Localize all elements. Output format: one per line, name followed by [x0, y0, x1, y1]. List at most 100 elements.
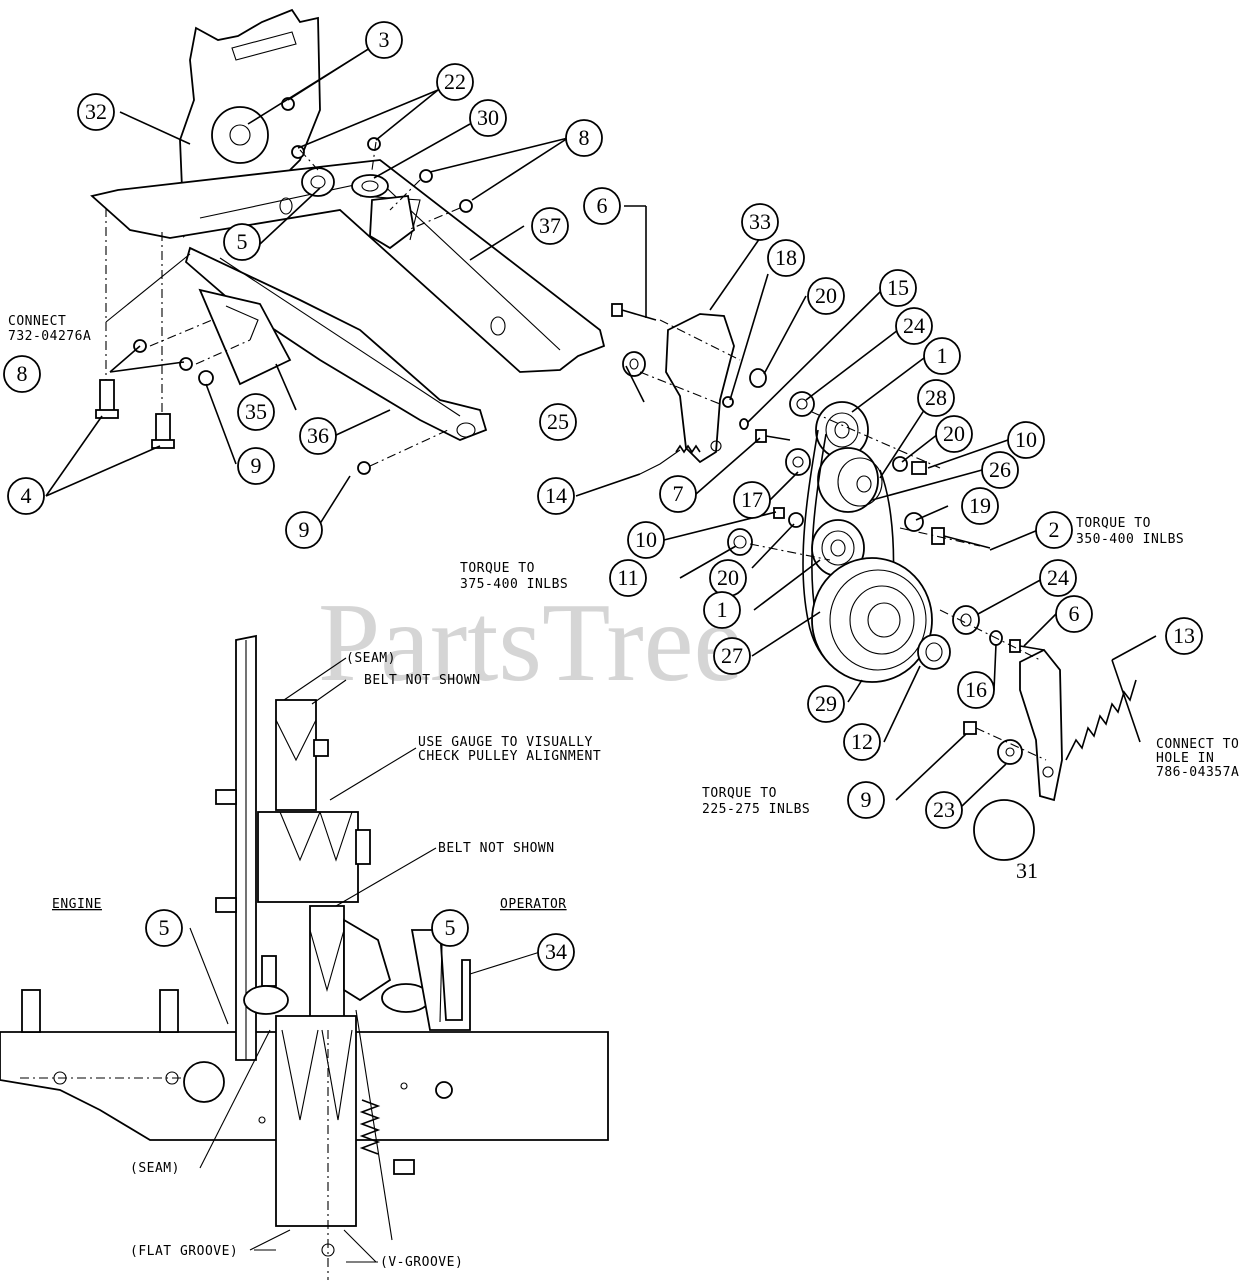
note-torque-375-line1: TORQUE TO	[460, 561, 535, 576]
callout-label: 9	[251, 453, 262, 478]
callout-label: 4	[21, 483, 32, 508]
callout-c24b: 24	[1039, 559, 1077, 597]
callout-c34: 34	[537, 933, 575, 971]
callout-label: 20	[815, 283, 837, 308]
callout-c5c: 5	[431, 909, 469, 947]
callout-c26: 26	[981, 451, 1019, 489]
callout-label: 30	[477, 105, 499, 130]
callout-circle	[807, 277, 845, 315]
callout-c7: 7	[659, 475, 697, 513]
callout-label: 24	[1047, 565, 1069, 590]
callout-c9b: 9	[285, 511, 323, 549]
label-operator: OPERATOR	[500, 897, 567, 912]
callout-circle	[537, 933, 575, 971]
callout-c12: 12	[843, 723, 881, 761]
callout-circle	[436, 63, 474, 101]
callout-circle	[923, 337, 961, 375]
callout-label: 6	[1069, 601, 1080, 626]
annotation-notes: CONNECT 732-04276A TORQUE TO 350-400 INL…	[8, 253, 1239, 1270]
callout-label: 10	[1015, 427, 1037, 452]
callout-c18: 18	[767, 239, 805, 277]
callout-c9c: 9	[847, 781, 885, 819]
callout-circle	[223, 223, 261, 261]
note-torque-350-line1: TORQUE TO	[1076, 516, 1151, 531]
callout-c36: 36	[299, 417, 337, 455]
callout-label: 1	[937, 343, 948, 368]
callout-circle	[1055, 595, 1093, 633]
callout-c8a: 8	[565, 119, 603, 157]
callout-label: 8	[17, 361, 28, 386]
callout-label: 23	[933, 797, 955, 822]
callout-label: 22	[444, 69, 466, 94]
callout-c15: 15	[879, 269, 917, 307]
note-connect-b-line2: HOLE IN	[1156, 751, 1214, 766]
label-engine: ENGINE	[52, 897, 102, 912]
note-connect-b-line3: 786-04357A	[1156, 765, 1239, 780]
leader-lines	[45, 47, 1157, 1263]
callout-circle	[539, 403, 577, 441]
callout-label: 36	[307, 423, 329, 448]
callout-c16: 16	[957, 671, 995, 709]
note-connect-a-line1: CONNECT	[8, 314, 66, 329]
callout-c33: 33	[741, 203, 779, 241]
callout-c25: 25	[539, 403, 577, 441]
callout-circle	[237, 393, 275, 431]
callout-circle	[299, 417, 337, 455]
note-torque-350-line2: 350-400 INLBS	[1076, 532, 1184, 547]
callout-circle	[917, 379, 955, 417]
callout-circle	[285, 511, 323, 549]
callout-label: 11	[617, 565, 638, 590]
callout-circle	[957, 671, 995, 709]
callout-c32: 32	[77, 93, 115, 131]
callout-label: 6	[597, 193, 608, 218]
callout-c6b: 6	[1055, 595, 1093, 633]
callout-circle	[767, 239, 805, 277]
callout-label: 5	[159, 915, 170, 940]
callout-circle	[145, 909, 183, 947]
callout-circle	[3, 355, 41, 393]
callout-label: 9	[299, 517, 310, 542]
callout-circle	[847, 781, 885, 819]
note-gauge-line2: CHECK PULLEY ALIGNMENT	[418, 749, 601, 764]
callout-circle	[981, 451, 1019, 489]
callout-c1b: 1	[703, 591, 741, 629]
callout-c10a: 10	[1007, 421, 1045, 459]
note-connect-b-line1: CONNECT TO	[1156, 737, 1239, 752]
callout-c1a: 1	[923, 337, 961, 375]
callout-label: 19	[969, 493, 991, 518]
callout-circle	[843, 723, 881, 761]
callout-circle	[583, 187, 621, 225]
callout-c10b: 10	[627, 521, 665, 559]
watermark: PartsTree	[318, 581, 743, 705]
callout-circle	[879, 269, 917, 307]
callout-label: 26	[989, 457, 1011, 482]
callout-c20b: 20	[935, 415, 973, 453]
callout-circle	[1035, 511, 1073, 549]
callout-label: 8	[579, 125, 590, 150]
part-number-31: 31	[1016, 858, 1038, 883]
callout-circle	[713, 637, 751, 675]
note-flat-groove: (FLAT GROOVE)	[130, 1244, 238, 1259]
callout-label: 29	[815, 691, 837, 716]
callout-c11: 11	[609, 559, 647, 597]
note-belt-not-shown-2: BELT NOT SHOWN	[438, 841, 555, 856]
callout-c13: 13	[1165, 617, 1203, 655]
note-torque-225-line1: TORQUE TO	[702, 786, 777, 801]
callout-c22: 22	[436, 63, 474, 101]
callout-label: 34	[545, 939, 567, 964]
callout-circle	[1007, 421, 1045, 459]
callout-c23: 23	[925, 791, 963, 829]
callout-label: 27	[721, 643, 743, 668]
callout-circle	[565, 119, 603, 157]
note-torque-375-line2: 375-400 INLBS	[460, 577, 568, 592]
callout-label: 32	[85, 99, 107, 124]
callout-circle	[537, 477, 575, 515]
callout-label: 10	[635, 527, 657, 552]
callout-label: 7	[673, 481, 684, 506]
callout-label: 1	[717, 597, 728, 622]
note-v-groove: (V-GROOVE)	[380, 1255, 463, 1270]
note-seam-bottom: (SEAM)	[130, 1161, 180, 1176]
callout-circle	[925, 791, 963, 829]
